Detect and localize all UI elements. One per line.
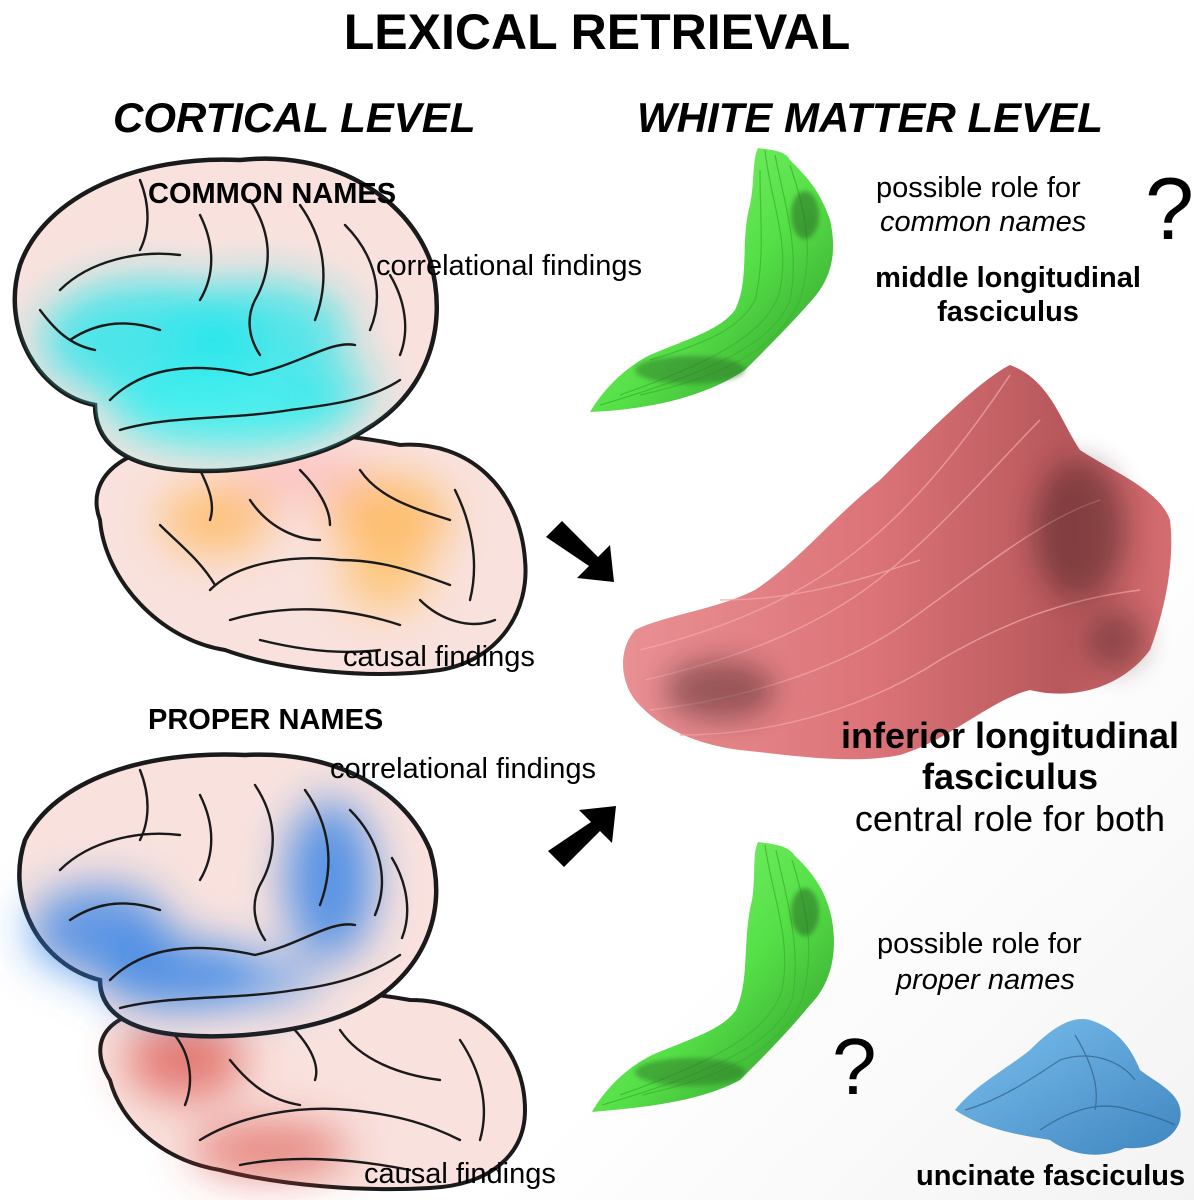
brain-common-back-hemisphere — [94, 431, 528, 676]
middle-longitudinal-fasciculus-tract-bottom — [592, 842, 834, 1112]
proper-correlational-label: correlational findings — [330, 753, 596, 785]
mlf-bottom-role-line1: possible role for — [877, 928, 1082, 960]
proper-causal-blobs — [125, 1020, 350, 1178]
mlf-top-question-mark: ? — [1145, 159, 1194, 258]
common-correlational-label: correlational findings — [376, 250, 642, 282]
column-heading-cortical: CORTICAL LEVEL — [113, 94, 476, 141]
proper-correlational-blobs — [30, 800, 375, 1010]
ilf-name-line1: inferior longitudinal — [841, 715, 1179, 756]
middle-longitudinal-fasciculus-tract-top — [590, 148, 834, 412]
mlf-top-name-line1: middle longitudinal — [875, 262, 1141, 294]
inferior-longitudinal-fasciculus-tract — [622, 365, 1172, 760]
brain-common-front-hemisphere — [12, 156, 439, 474]
arrow-up-right — [548, 806, 616, 867]
mlf-bottom-role-line2: proper names — [896, 964, 1075, 996]
uncinate-fasciculus-tract — [955, 1019, 1181, 1155]
common-correlational-blobs — [40, 280, 375, 450]
brain-common-names — [12, 156, 528, 676]
arrow-down-right — [546, 521, 614, 582]
ilf-name-line2: fasciculus — [921, 756, 1099, 797]
common-causal-label: causal findings — [343, 641, 535, 673]
proper-causal-label: causal findings — [364, 1158, 556, 1190]
page-title: LEXICAL RETRIEVAL — [343, 4, 851, 60]
common-names-heading: COMMON NAMES — [148, 178, 397, 210]
proper-names-heading: PROPER NAMES — [148, 704, 384, 736]
brain-proper-front-hemisphere — [17, 752, 439, 1039]
ilf-role-label: central role for both — [854, 798, 1166, 839]
mlf-top-role-line1: possible role for — [876, 172, 1081, 204]
mlf-bottom-question-mark: ? — [832, 1022, 877, 1111]
brain-proper-back-hemisphere — [98, 989, 528, 1192]
common-causal-blobs — [160, 445, 450, 610]
uncinate-name-label: uncinate fasciculus — [916, 1160, 1186, 1192]
brain-proper-names — [17, 752, 528, 1192]
mlf-top-name-line2: fasciculus — [937, 296, 1079, 328]
mlf-top-role-line2: common names — [880, 206, 1087, 238]
column-heading-white-matter: WHITE MATTER LEVEL — [637, 94, 1103, 141]
